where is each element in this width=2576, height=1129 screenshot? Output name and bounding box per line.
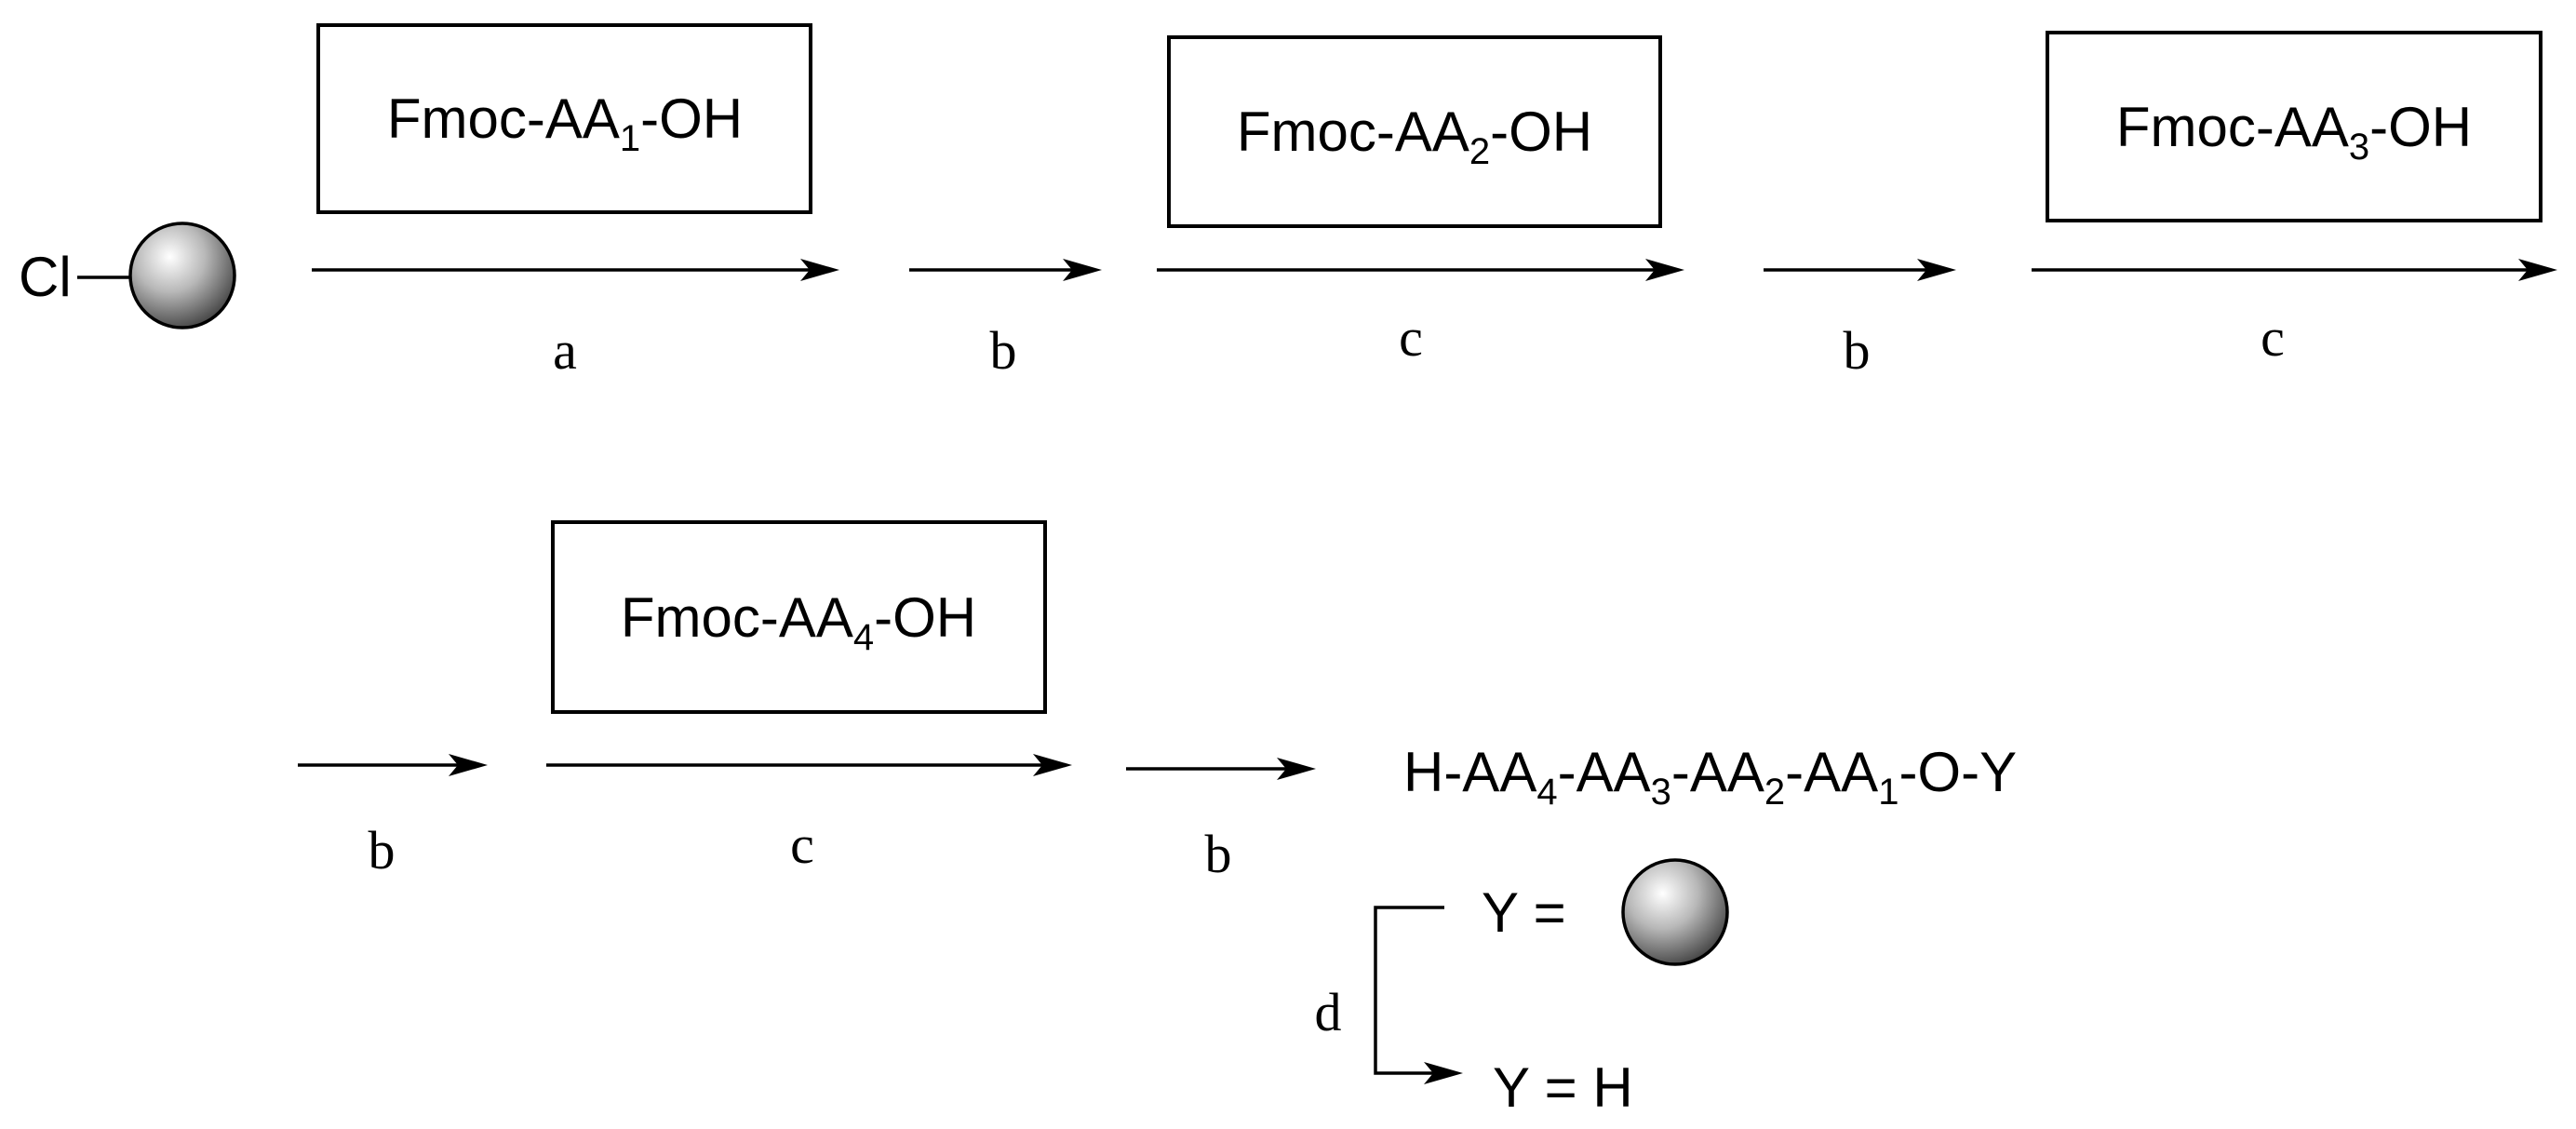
reagent-box-frame: [316, 23, 812, 214]
resin-bead-icon: [128, 222, 236, 329]
reagent-label: Fmoc-AA4-OH: [621, 586, 976, 658]
step-label-d: d: [1315, 982, 1342, 1042]
arrow-step-a: [312, 259, 839, 281]
reagent-box-1: Fmoc-AA1-OH: [316, 23, 812, 214]
product-peptide: H-AA4-AA3-AA2-AA1-O-Y: [1403, 741, 2017, 813]
reagent-box-4: Fmoc-AA4-OH: [551, 520, 1047, 714]
reagent-box-2: Fmoc-AA2-OH: [1167, 35, 1662, 228]
resin-bead-icon: [1621, 858, 1729, 966]
reagent-label: Fmoc-AA2-OH: [1237, 101, 1592, 172]
arrow-step-c: [1157, 259, 1684, 281]
arrow-step-c: [2032, 259, 2557, 281]
arrow-step-b: [909, 259, 1102, 281]
cleaved-product-label: Y = H: [1493, 1056, 1633, 1119]
arrow-step-d: [1374, 906, 1463, 1084]
step-label-b: b: [369, 820, 396, 880]
reagent-box-3: Fmoc-AA3-OH: [2046, 31, 2542, 222]
arrow-step-b: [1126, 758, 1316, 780]
step-label-c: c: [790, 814, 814, 875]
arrow-step-b: [1764, 259, 1956, 281]
resin-bound-label: Y =: [1482, 881, 1566, 944]
reagent-box-frame: [2046, 31, 2542, 222]
reagent-label: Fmoc-AA3-OH: [2116, 96, 2472, 168]
step-label-c: c: [1399, 307, 1423, 368]
step-label-a: a: [553, 320, 577, 381]
arrow-step-b: [298, 754, 488, 776]
step-label-c: c: [2261, 307, 2285, 368]
reagent-box-frame: [1167, 35, 1662, 228]
chloride-label: Cl: [19, 246, 72, 308]
step-label-b: b: [1844, 320, 1871, 381]
reagent-label: Fmoc-AA1-OH: [387, 87, 743, 159]
reagent-box-frame: [551, 520, 1047, 714]
step-label-b: b: [1205, 824, 1232, 884]
arrow-step-c: [546, 754, 1072, 776]
step-label-b: b: [990, 320, 1017, 381]
